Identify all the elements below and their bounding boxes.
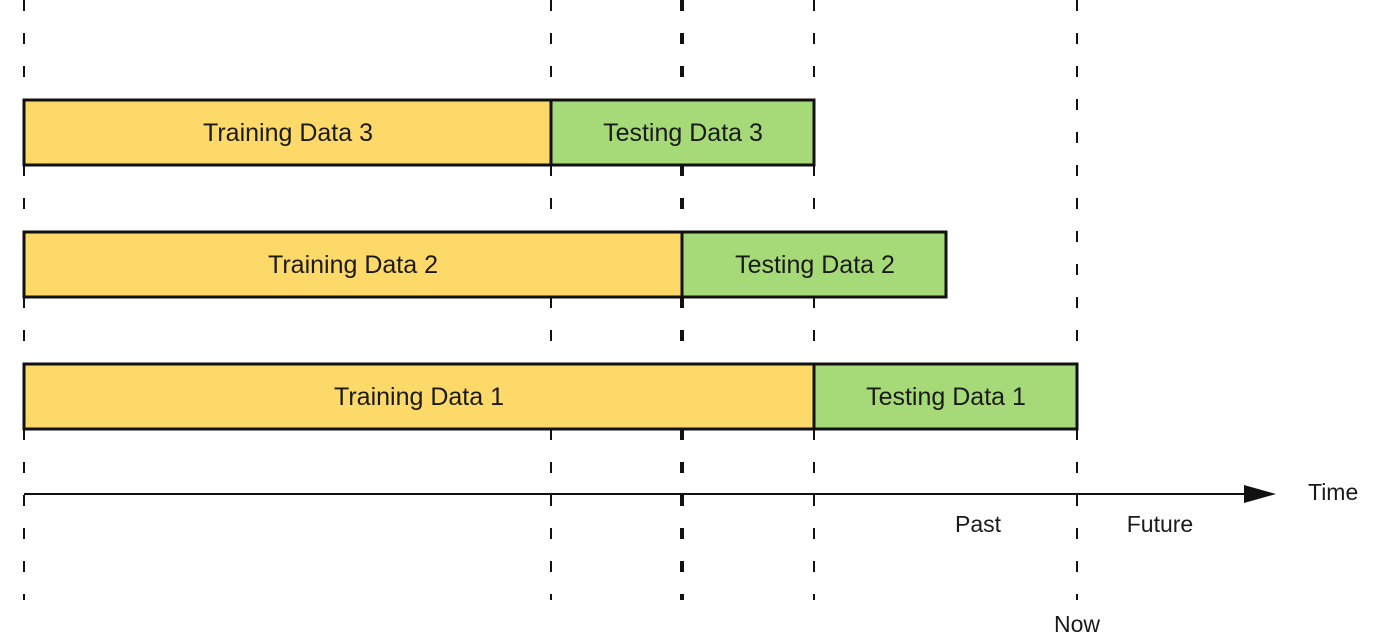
- testing-bar-2: [680, 230, 948, 299]
- guide-lines: [23, 0, 1078, 600]
- testing-bar-3: [549, 98, 816, 167]
- training-label-2: Training Data 2: [268, 251, 438, 279]
- split-row-2: Training Data 2 Testing Data 2: [22, 230, 948, 299]
- time-axis-label: Time: [1308, 479, 1358, 505]
- testing-label-3: Testing Data 3: [603, 119, 763, 147]
- time-axis-arrowhead: [1244, 485, 1276, 503]
- testing-bar-1: [812, 362, 1079, 431]
- past-label: Past: [955, 511, 1002, 537]
- now-label: Now: [1054, 611, 1100, 637]
- training-bar-2: [22, 230, 684, 299]
- future-label: Future: [1127, 511, 1193, 537]
- time-axis: Time Past Future Now: [24, 479, 1358, 637]
- split-row-1: Training Data 1 Testing Data 1: [22, 362, 1079, 431]
- testing-label-1: Testing Data 1: [866, 383, 1026, 411]
- training-bar-3: [22, 98, 553, 167]
- training-label-3: Training Data 3: [203, 119, 373, 147]
- split-row-3: Training Data 3 Testing Data 3: [22, 98, 816, 167]
- training-label-1: Training Data 1: [334, 383, 504, 411]
- testing-label-2: Testing Data 2: [735, 251, 895, 279]
- training-bar-1: [22, 362, 816, 431]
